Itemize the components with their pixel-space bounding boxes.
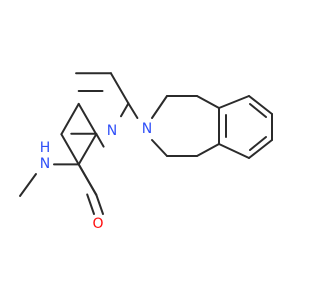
- bond: [218, 95, 250, 109]
- pyridine-nitrogen-label: N: [107, 123, 117, 139]
- bond: [248, 139, 273, 159]
- bond: [19, 173, 37, 197]
- azepine-nitrogen-label: N: [142, 121, 152, 137]
- bond: [95, 193, 104, 215]
- bond: [196, 95, 220, 109]
- atom-labels: N N N H O: [40, 121, 153, 232]
- carbonyl-oxygen-label: O: [92, 216, 103, 232]
- bond: [249, 103, 267, 118]
- molecule-structure: N N N H O: [19, 72, 273, 232]
- bond: [249, 136, 267, 151]
- bond: [60, 102, 80, 136]
- bond: [77, 133, 98, 166]
- bond: [218, 143, 250, 159]
- bond: [151, 95, 168, 119]
- bond: [86, 193, 95, 215]
- amide-nitrogen-label: N: [40, 156, 50, 172]
- bond: [151, 139, 168, 157]
- bond: [77, 163, 98, 196]
- bond-layer: [19, 72, 273, 215]
- bond: [127, 102, 139, 119]
- bond: [248, 95, 273, 115]
- amide-hydrogen-label: H: [40, 140, 51, 156]
- bond: [95, 132, 105, 148]
- bond: [120, 102, 130, 118]
- bond: [77, 102, 98, 136]
- bond: [109, 72, 130, 105]
- bond: [196, 143, 220, 157]
- bond: [60, 133, 80, 166]
